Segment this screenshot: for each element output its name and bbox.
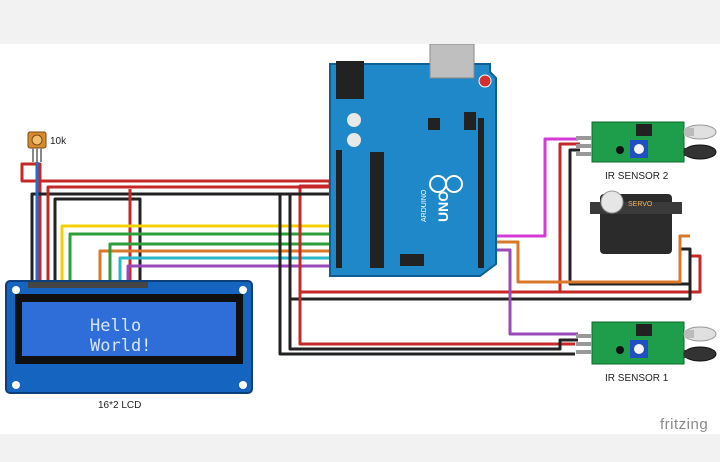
wire-purple-ir1 [486,248,578,336]
wire-yellow-rs [60,224,330,281]
potentiometer-label: 10k [50,136,67,147]
wires [20,137,702,356]
circuit-canvas: Hello World! UNO ARDUINO [0,44,720,434]
lcd-line1: Hello [90,316,141,336]
wire-purple-d7 [126,264,330,281]
fritzing-logo: fritzing [660,416,709,433]
circuit-diagram: Hello World! UNO ARDUINO [5,44,717,394]
ir-sensor-1-label: IR SENSOR 1 [605,373,669,384]
lcd-line2: World! [90,336,151,356]
wire-orange-d4 [98,249,330,281]
arduino-uno-text: UNO [435,191,451,222]
wire-black-gnd-bus [288,192,692,301]
servo-motor: SERVO [590,190,682,254]
lcd-module: Hello World! [5,280,253,394]
arduino-brand-text: ARDUINO [421,189,428,222]
ir-sensor-2 [576,121,717,163]
wire-red-5v-bus [298,184,702,294]
ir-sensor-1 [576,321,717,365]
wire-black-sensor1b [278,194,575,356]
wire-orange-servo [486,234,690,284]
potentiometer [27,131,47,281]
wire-red-power [20,162,332,281]
wire-magenta-ir2 [486,137,578,238]
wire-black-sensor1 [288,299,578,351]
wire-black-ir2 [568,148,690,286]
wire-green-en [68,232,330,281]
ir-sensor-2-label: IR SENSOR 2 [605,171,669,182]
servo-label: SERVO [628,201,653,208]
wire-green-d5 [108,242,330,281]
arduino-uno-board: UNO ARDUINO [329,44,497,277]
wire-red-ir2 [558,142,580,292]
wire-cyan-d6 [118,256,330,281]
lcd-pins [28,282,148,288]
wire-black-rw [53,197,142,281]
lcd-label: 16*2 LCD [98,400,142,411]
wire-black-gnd [30,192,330,281]
wire-red-sensor [298,292,575,346]
wire-red-vcc-lcd [46,185,330,281]
